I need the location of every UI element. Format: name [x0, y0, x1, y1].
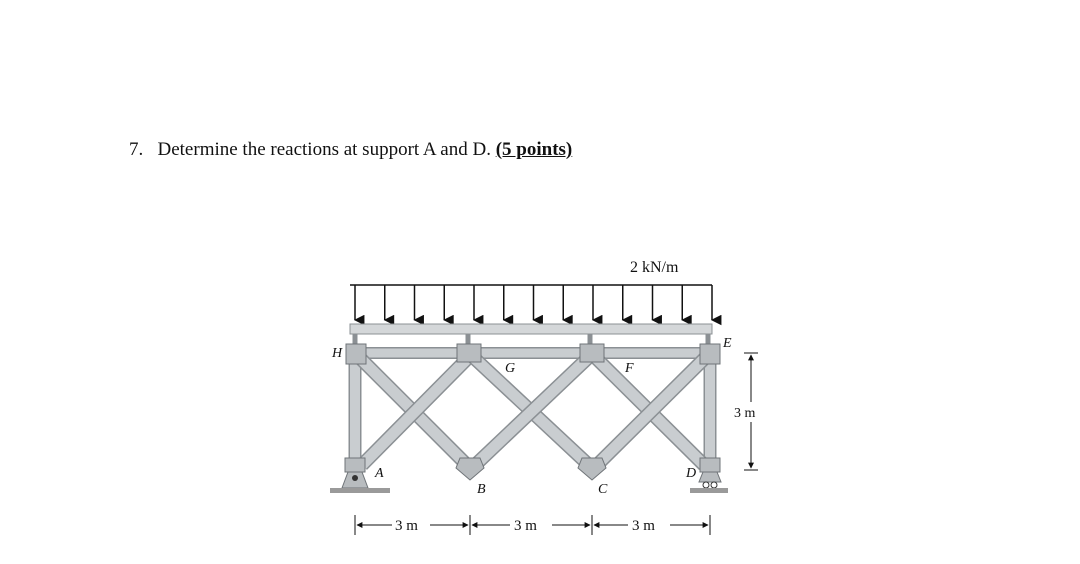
question-number: 7.: [129, 139, 144, 160]
question-text: 7. Determine the reactions at support A …: [129, 137, 572, 163]
node-label-e: E: [722, 336, 732, 351]
distributed-load: 2 kN/m: [350, 259, 722, 326]
roller-support-d: [690, 471, 728, 493]
span-dimension-label-1: 3 m: [395, 518, 418, 534]
height-dimension: 3 m: [734, 352, 758, 471]
node-label-g: G: [505, 361, 515, 376]
span-dimension-label-2: 3 m: [514, 518, 537, 534]
gusset-plate-a: [344, 457, 366, 473]
load-arrows: [353, 285, 722, 326]
diagonal-member: [589, 353, 710, 473]
gusset-plate-b: [455, 457, 485, 481]
node-label-d: D: [685, 466, 696, 481]
node-labels: H G F E A B C D: [331, 336, 732, 497]
node-label-c: C: [598, 482, 608, 497]
pin-support-a: [330, 471, 390, 493]
gusset-plate-c: [577, 457, 607, 481]
span-dimension-label-3: 3 m: [632, 518, 655, 534]
node-label-f: F: [624, 361, 634, 376]
span-dimensions: 3 m 3 m 3 m: [354, 515, 711, 535]
gusset-plates: [344, 343, 721, 481]
deck-slab: [349, 323, 713, 335]
gusset-plate-g: [456, 343, 482, 363]
node-label-h: H: [331, 346, 343, 361]
node-label-a: A: [374, 466, 384, 481]
height-dimension-label: 3 m: [734, 406, 756, 421]
node-label-b: B: [477, 482, 486, 497]
diagonal-member: [467, 350, 595, 474]
gusset-plate-h: [345, 343, 367, 365]
load-label: 2 kN/m: [630, 259, 679, 276]
question-prompt: Determine the reactions at support A and…: [157, 139, 491, 160]
truss-figure: 2 kN/m: [330, 259, 758, 535]
gusset-plate-e: [699, 343, 721, 365]
question-points: (5 points): [495, 139, 573, 160]
gusset-plate-f: [579, 343, 605, 363]
truss-members: [348, 347, 717, 474]
gusset-plate-d: [699, 457, 721, 473]
diagonal-member: [357, 353, 473, 470]
